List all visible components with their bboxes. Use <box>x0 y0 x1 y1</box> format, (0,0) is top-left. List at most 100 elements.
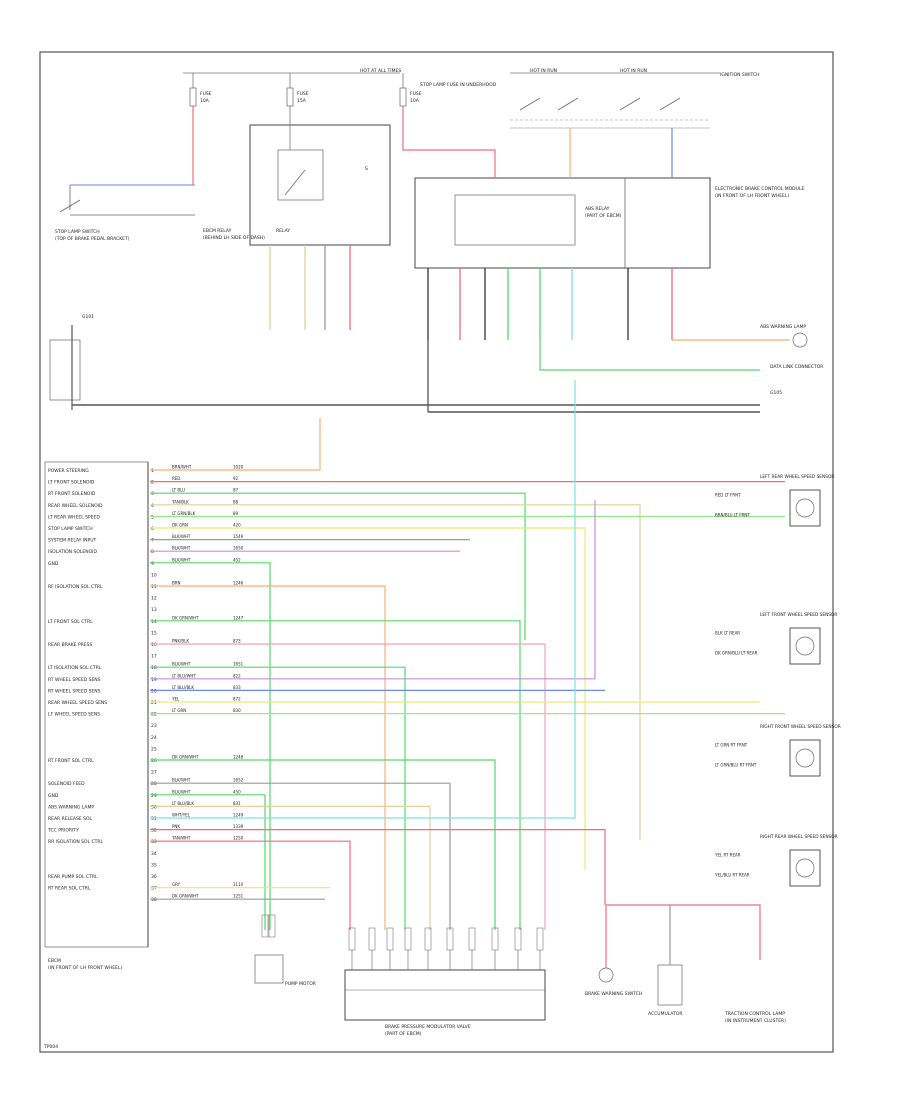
ebcm-pin-name: REAR BRAKE PRESS <box>48 642 92 648</box>
ebcm-pin-name: RT REAR SOL CTRL <box>48 886 91 892</box>
wire-circuit-number: 88 <box>233 499 239 504</box>
wire-color-label: DK GRN/WHT <box>172 894 199 899</box>
fuse-a: FUSE 10A <box>189 73 212 107</box>
harness-wire <box>150 759 496 930</box>
svg-text:(PART OF EBCM): (PART OF EBCM) <box>585 213 622 219</box>
wheel-speed-sensor <box>789 739 821 777</box>
wheel-speed-sensor <box>789 489 821 527</box>
hot-label-right-2: HOT IN RUN <box>620 68 647 74</box>
ebcm-pin-name: ISOLATION SOLENOID <box>48 549 97 555</box>
ebcm-pin-name: STOP LAMP SWITCH <box>48 526 93 532</box>
harness-wire <box>150 828 606 905</box>
ebcm-pin-number: 14 <box>151 619 157 625</box>
svg-text:RELAY: RELAY <box>276 228 290 234</box>
svg-text:(TOP OF BRAKE PEDAL BRACKET): (TOP OF BRAKE PEDAL BRACKET) <box>55 236 130 242</box>
ebcm-pin-number: 7 <box>151 538 154 544</box>
wire-circuit-number: 872 <box>233 697 241 702</box>
ebcm-pin-name: REAR PUMP SOL CTRL <box>48 874 98 880</box>
wire-color-label: BLK/WHT <box>172 789 191 794</box>
sensor-coil <box>795 636 815 656</box>
warning-lamp: ABS WARNING LAMP <box>760 324 808 348</box>
wire-color-label: BLK/WHT <box>172 546 191 551</box>
wire-color-label: PNK <box>172 824 180 829</box>
harness-wire <box>150 562 271 930</box>
wire-circuit-number: 89 <box>233 511 239 516</box>
wire-circuit-number: 1549 <box>233 534 244 539</box>
wire-circuit-number: 87 <box>233 488 239 493</box>
svg-text:STOP LAMP FUSE IN UNDERHOOD: STOP LAMP FUSE IN UNDERHOOD <box>420 82 497 88</box>
harness-wire <box>150 782 451 930</box>
harness-wire <box>150 805 431 930</box>
ebcm-pin-name: LT FRONT SOLENOID <box>48 480 95 486</box>
svg-text:FUSE: FUSE <box>297 91 309 97</box>
ebcm-pin-name: RR ISOLATION SOL CTRL <box>48 839 104 845</box>
wire-color-label: BRN/WHT <box>172 465 192 470</box>
connector-stub <box>424 927 432 951</box>
ebcm-pin-name: GND <box>48 561 59 567</box>
ebcm-pin-number: 17 <box>151 654 157 660</box>
stop-lamp-switch: STOP LAMP SWITCH (TOP OF BRAKE PEDAL BRA… <box>55 184 195 242</box>
connector-stub <box>368 927 376 951</box>
module-drop-wires <box>261 914 544 970</box>
ebcm-pin-number: 22 <box>151 712 157 718</box>
ebcm-pin-number: 28 <box>151 781 157 787</box>
wire-color-label: LT BLU/BLK <box>172 801 194 806</box>
harness-wire <box>150 585 386 930</box>
ground-block-left: G101 <box>49 314 94 410</box>
harness-wire <box>150 643 546 930</box>
traction-lamp: TRACTION CONTROL LAMP (IN INSTRUMENT CLU… <box>724 1011 786 1024</box>
wire-color-label: TAN/WHT <box>171 836 191 841</box>
wire-color-label: LT GRN/BLK <box>172 511 196 516</box>
ebcm-pin-number: 2 <box>151 480 154 486</box>
wire-circuit-number: 1651 <box>233 662 244 667</box>
ground-right-label: G105 <box>770 390 782 396</box>
wire-circuit-number: 452 <box>233 557 241 562</box>
svg-text:PUMP MOTOR: PUMP MOTOR <box>285 981 316 987</box>
ebcm-pin-number: 4 <box>151 503 154 509</box>
ebcm-pin-number: 31 <box>151 816 157 822</box>
harness-wire <box>150 794 266 930</box>
ebcm-pin-number: 23 <box>151 723 157 729</box>
connector-stub <box>446 927 454 951</box>
connector-stub <box>514 927 522 951</box>
svg-text:FUSE: FUSE <box>410 91 422 97</box>
ebcm-pin-number: 8 <box>151 549 154 555</box>
connector-stub <box>404 927 412 951</box>
wire-color-label: LT BLU/WHT <box>172 673 196 678</box>
ebcm-pin-number: 34 <box>151 851 157 857</box>
ebcm-pin-number: 21 <box>151 700 157 706</box>
wire-circuit-number: 1251 <box>233 894 244 899</box>
wire-circuit-number: 420 <box>233 523 241 528</box>
ebcm-pin-name: RT FRONT SOL CTRL <box>48 758 94 764</box>
svg-text:EBCM RELAY: EBCM RELAY <box>203 228 232 234</box>
sensor-label: LEFT REAR WHEEL SPEED SENSOR <box>760 474 834 480</box>
sensor-wire-label: LT GRN RT FRNT <box>715 743 748 748</box>
svg-text:S: S <box>365 166 368 172</box>
fuse-b: FUSE 15A <box>286 73 309 107</box>
abs-relay-block: ABS RELAY (PART OF EBCM) ELECTRONIC BRAK… <box>414 177 804 269</box>
ebcm-pin-name: LT REAR WHEEL SPEED <box>48 514 100 520</box>
wire-color-label: DK GRN/WHT <box>172 615 199 620</box>
ebcm-pin-name: GND <box>48 793 59 799</box>
ebcm-pin-name: LT ISOLATION SOL CTRL <box>48 665 102 671</box>
harness-wire <box>150 527 586 870</box>
harness-wire <box>150 504 641 840</box>
ebcm-pin-number: 3 <box>151 491 154 497</box>
ebcm-pin-number: 36 <box>151 874 157 880</box>
sensor-wire-label: BLK LT REAR <box>715 631 740 636</box>
wire-circuit-number: 1246 <box>233 581 244 586</box>
ebcm-pin-number: 33 <box>151 839 157 845</box>
wire-circuit-number: 1650 <box>233 546 244 551</box>
ebcm-pin-name: POWER STEERING <box>48 468 89 474</box>
wire-brake-warning <box>605 904 761 968</box>
ebcm-pin-number: 9 <box>151 561 154 567</box>
svg-text:10A: 10A <box>200 98 210 104</box>
svg-text:(BEHIND LH SIDE OF DASH): (BEHIND LH SIDE OF DASH) <box>203 235 265 241</box>
sensor-wire-label: YEL/BLU RT REAR <box>714 873 750 878</box>
wire-circuit-number: 1652 <box>233 778 244 783</box>
harness-wire <box>150 492 526 640</box>
sensor-wire-label: LT GRN/BLU RT FRNT <box>715 763 757 768</box>
wire-color-label: BLK/WHT <box>172 662 191 667</box>
